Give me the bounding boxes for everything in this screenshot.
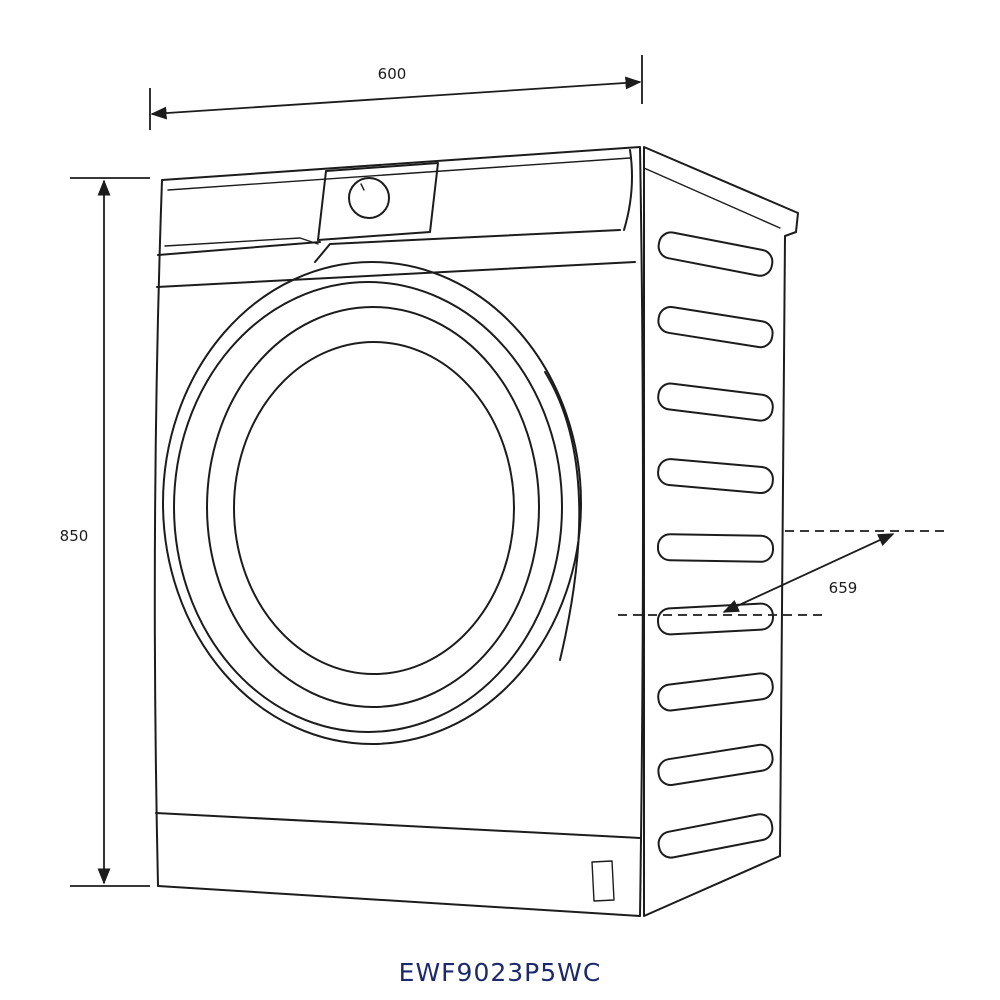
top-edge-inner (167, 157, 631, 191)
filter-cover (591, 860, 615, 902)
vent-slot (657, 602, 774, 636)
side-panel-outline (643, 146, 799, 917)
model-name: EWF9023P5WC (398, 958, 602, 987)
knob-recess (317, 162, 439, 241)
control-panel-right-edge (623, 149, 633, 231)
drawer-handle-line (164, 237, 319, 247)
door-outer-ring (162, 261, 582, 745)
vent-slot (657, 231, 774, 277)
detergent-drawer-line (157, 241, 321, 256)
control-panel-lower-edge (314, 229, 621, 263)
door-inner-ring (206, 306, 540, 708)
vent-slot (656, 533, 775, 563)
width-dimension: 600 (149, 55, 643, 130)
door-hinge-bulge (544, 371, 581, 661)
kick-panel-line (155, 812, 641, 839)
door-ring (173, 281, 563, 733)
control-panel-bottom-line (156, 261, 636, 288)
width-label: 600 (378, 65, 407, 83)
vent-slot (657, 458, 774, 495)
vent-slot (657, 305, 774, 349)
door-glass (233, 341, 515, 675)
depth-dimension: 659 (618, 530, 945, 616)
front-panel-outline (153, 146, 644, 917)
depth-dimension-line (722, 533, 895, 613)
side-top-edge (643, 167, 781, 229)
vent-slot (657, 382, 774, 422)
depth-label: 659 (829, 579, 858, 597)
program-knob-icon (348, 177, 390, 219)
width-dimension-line (150, 76, 642, 120)
vent-slot (657, 672, 774, 712)
vent-slot (657, 813, 774, 859)
knob-indicator (360, 183, 365, 191)
side-vent-slots (656, 231, 775, 859)
vent-slot (657, 743, 774, 787)
washing-machine (153, 146, 799, 917)
height-label: 850 (60, 527, 89, 545)
height-dimension: 850 (60, 177, 150, 887)
